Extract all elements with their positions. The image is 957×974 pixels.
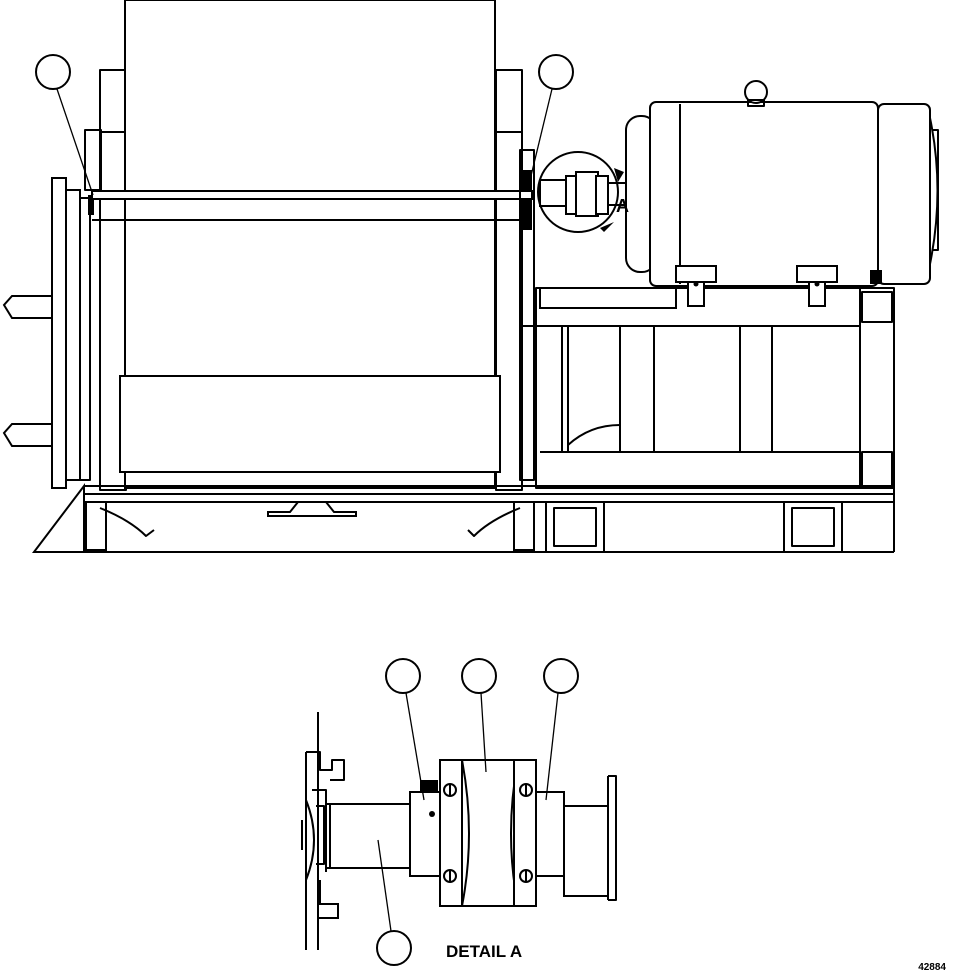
motor-base-frame bbox=[520, 287, 895, 489]
callout-bubble bbox=[35, 54, 94, 196]
left-flange bbox=[51, 129, 102, 489]
callout-bubble bbox=[385, 658, 425, 801]
detail-callout-letter: A bbox=[616, 196, 629, 216]
detail-a-view: DETAIL A bbox=[301, 658, 617, 966]
detail-caption: DETAIL A bbox=[446, 942, 522, 961]
base-channel bbox=[31, 483, 895, 553]
coupling-hub-right bbox=[535, 791, 565, 877]
electric-motor bbox=[625, 80, 939, 307]
coupling-sleeve bbox=[439, 759, 537, 907]
figure-number: 42884 bbox=[918, 962, 946, 973]
winch-drum bbox=[119, 0, 501, 489]
main-assembly-view: A bbox=[2, 0, 939, 553]
motor-shaft bbox=[563, 805, 609, 897]
callout-bubble bbox=[376, 839, 412, 966]
tie-rod bbox=[91, 190, 533, 221]
callout-bubble bbox=[529, 54, 574, 181]
main-coupling bbox=[539, 171, 627, 217]
left-shaft-stubs bbox=[2, 295, 53, 447]
detail-a-marker: A bbox=[537, 151, 629, 233]
callout-bubble bbox=[461, 658, 497, 773]
callout-bubble bbox=[543, 658, 579, 801]
drive-shaft bbox=[325, 803, 417, 869]
coupling-hub-left bbox=[409, 791, 445, 877]
right-flange bbox=[519, 149, 535, 481]
